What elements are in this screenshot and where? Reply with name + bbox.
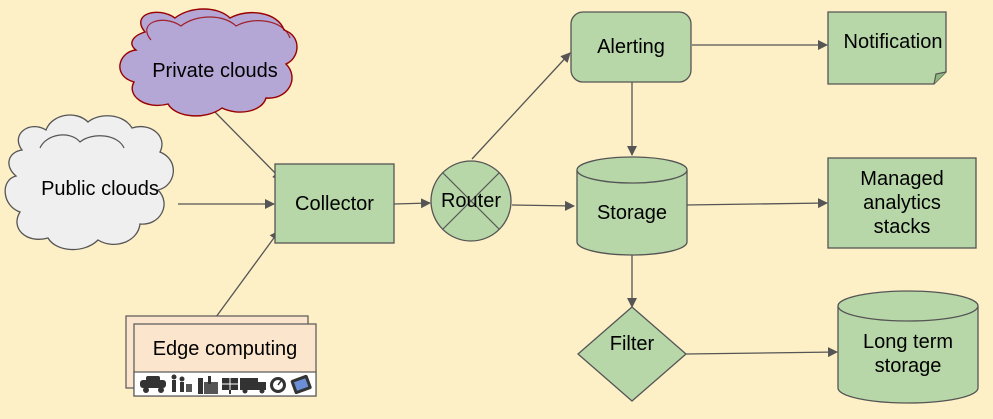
collector-label: Collector [295, 193, 374, 215]
managed-analytics-label: Managed analytics stacks [860, 168, 944, 238]
edge-storage-to-analytics [685, 198, 828, 209]
edge-computing-label: Edge computing [152, 338, 298, 360]
gauge-icon [270, 377, 286, 393]
private-clouds-shape [119, 8, 298, 117]
edge-filter-to-longterm [685, 347, 838, 358]
car-icon [140, 376, 166, 393]
managed-analytics-shape [827, 157, 977, 249]
private-clouds-label: Private clouds [152, 60, 278, 82]
edge-router-to-storage [511, 200, 575, 211]
filter-label: Filter [609, 333, 655, 355]
edge-private-to-collector [214, 111, 283, 181]
alerting-shape [570, 11, 692, 83]
people-icon [171, 374, 192, 392]
tablet-icon [290, 374, 312, 395]
truck-icon [240, 378, 266, 394]
edge-icon-strip [140, 374, 312, 395]
long-term-storage-shape [837, 290, 979, 404]
factory-icon [198, 376, 218, 394]
router-shape [430, 160, 512, 242]
long-term-storage-label: Long term storage [862, 331, 954, 377]
storage-shape [576, 156, 688, 256]
edge-router-to-alerting [471, 52, 571, 160]
alerting-label: Alerting [597, 36, 665, 58]
collector-shape [274, 163, 395, 244]
public-clouds-label: Public clouds [41, 178, 159, 200]
edge-collector-to-router [393, 198, 431, 209]
public-clouds-shape [4, 114, 174, 251]
edge-edge-to-collector [215, 230, 280, 318]
storage-label: Storage [596, 202, 668, 224]
router-label: Router [440, 190, 502, 212]
notification-label: Notification [843, 31, 943, 53]
filter-shape [577, 306, 687, 402]
solar-panel-icon [222, 378, 238, 394]
